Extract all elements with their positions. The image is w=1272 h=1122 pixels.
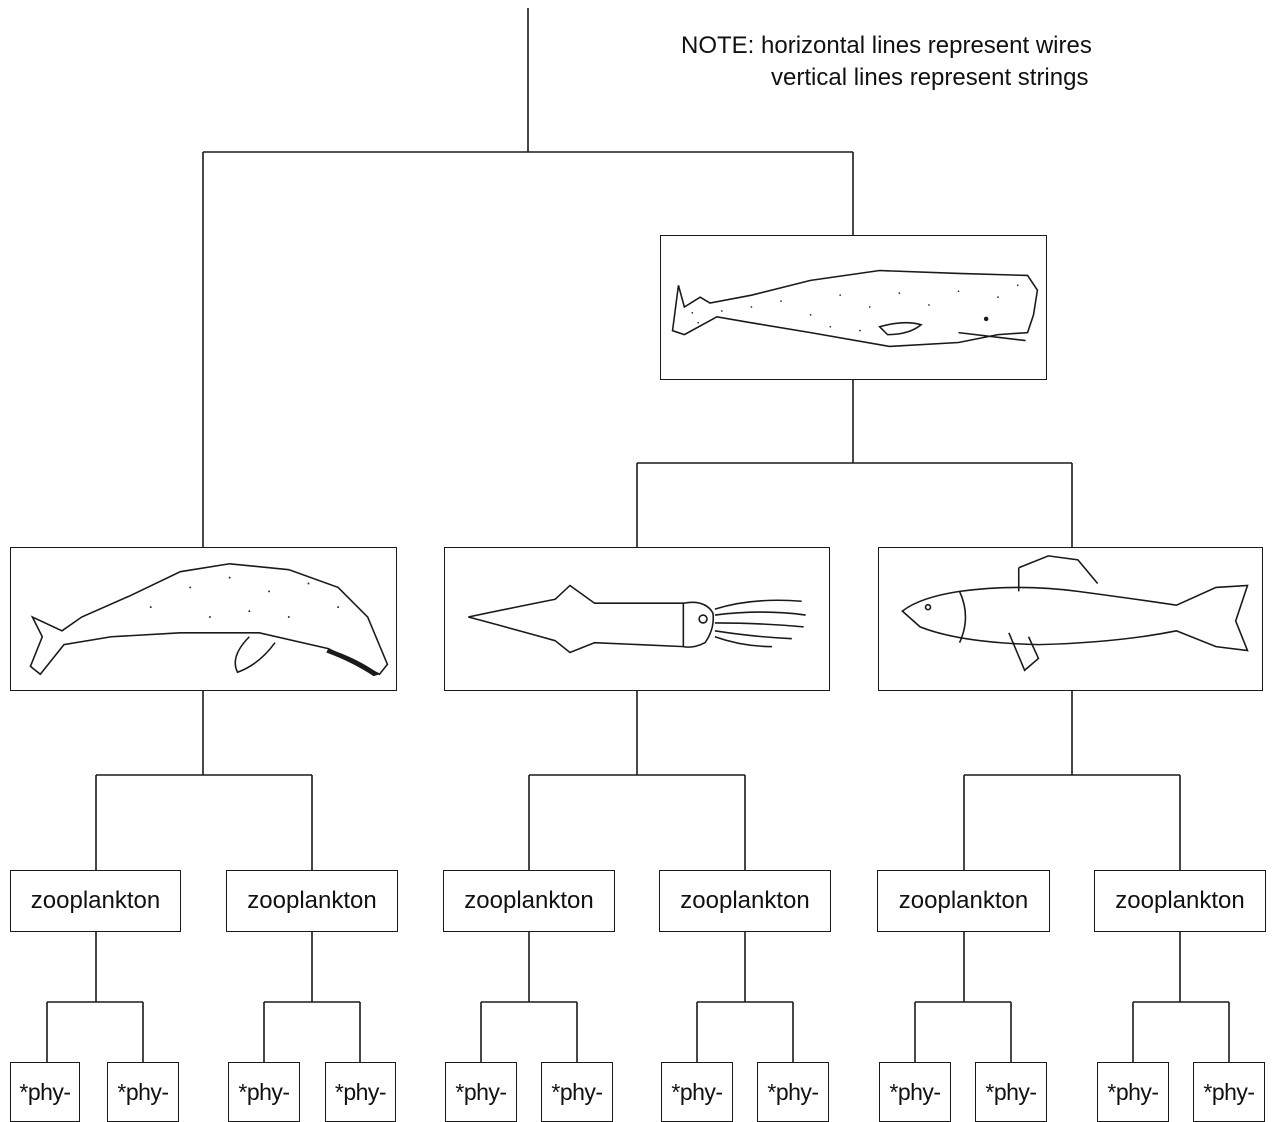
sperm-whale-icon <box>671 269 1039 348</box>
phy-label: *phy- <box>334 1078 387 1105</box>
phy-box: *phy- <box>1097 1062 1169 1122</box>
zooplankton-label: zooplankton <box>898 887 1029 914</box>
phy-label: *phy- <box>985 1078 1037 1105</box>
zooplankton-label: zooplankton <box>30 887 161 914</box>
phy-box: *phy- <box>325 1062 396 1122</box>
phy-label: *phy- <box>1203 1078 1255 1105</box>
gray-whale-card <box>10 547 397 691</box>
phy-label: *phy- <box>117 1078 169 1105</box>
phy-label: *phy- <box>1107 1078 1159 1105</box>
phy-label: *phy- <box>238 1078 290 1105</box>
squid-card <box>444 547 830 691</box>
zooplankton-box: zooplankton <box>10 870 181 932</box>
phy-box: *phy- <box>1193 1062 1265 1122</box>
phy-label: *phy- <box>889 1078 941 1105</box>
phy-box: *phy- <box>10 1062 80 1122</box>
note-text: NOTE: horizontal lines represent wires v… <box>681 30 1092 94</box>
zooplankton-box: zooplankton <box>1094 870 1266 932</box>
zooplankton-box: zooplankton <box>659 870 831 932</box>
note-line-2: vertical lines represent strings <box>771 64 1089 91</box>
zooplankton-box: zooplankton <box>226 870 398 932</box>
phy-label: *phy- <box>671 1078 723 1105</box>
fish-icon <box>901 555 1249 672</box>
zooplankton-label: zooplankton <box>464 887 594 914</box>
phy-box: *phy- <box>107 1062 179 1122</box>
phy-box: *phy- <box>661 1062 733 1122</box>
phy-box: *phy- <box>445 1062 517 1122</box>
phy-label: *phy- <box>19 1078 71 1105</box>
fish-card <box>878 547 1263 691</box>
phy-box: *phy- <box>541 1062 613 1122</box>
zooplankton-box: zooplankton <box>877 870 1050 932</box>
phy-label: *phy- <box>455 1078 507 1105</box>
zooplankton-label: zooplankton <box>1115 887 1245 914</box>
phy-box: *phy- <box>879 1062 951 1122</box>
sperm-whale-card <box>660 235 1047 380</box>
zooplankton-label: zooplankton <box>247 887 377 914</box>
phy-box: *phy- <box>228 1062 300 1122</box>
phy-box: *phy- <box>975 1062 1047 1122</box>
zooplankton-label: zooplankton <box>680 887 810 914</box>
zooplankton-box: zooplankton <box>443 870 615 932</box>
phy-label: *phy- <box>767 1078 819 1105</box>
phy-label: *phy- <box>551 1078 603 1105</box>
phy-box: *phy- <box>757 1062 829 1122</box>
note-line-1: NOTE: horizontal lines represent wires <box>681 32 1092 59</box>
squid-icon <box>468 584 806 654</box>
gray-whale-icon <box>29 562 389 677</box>
